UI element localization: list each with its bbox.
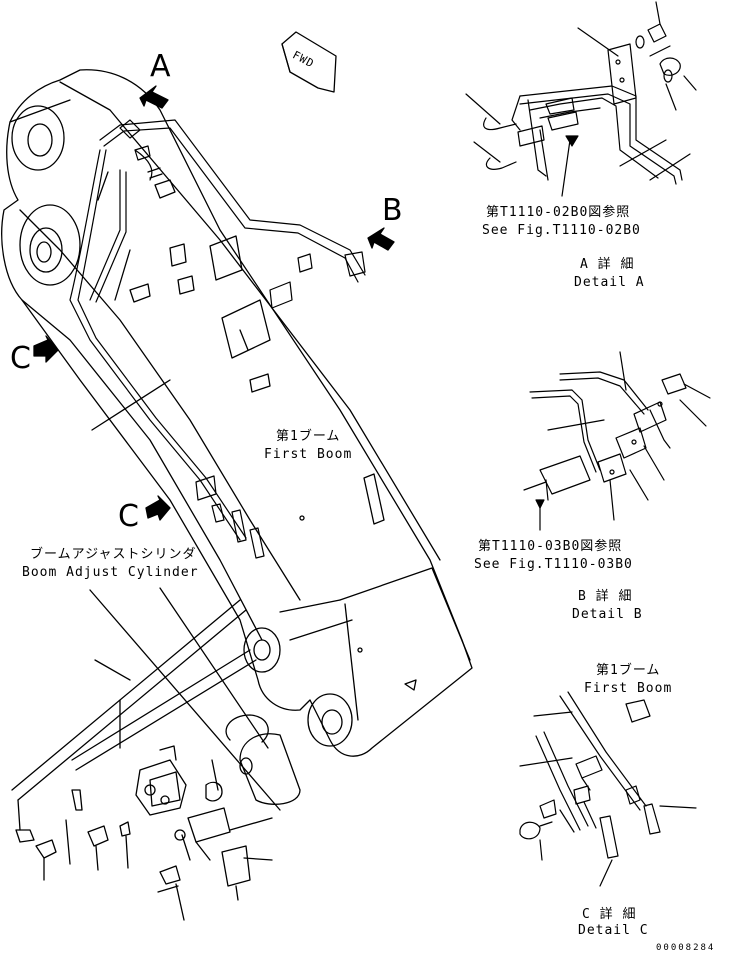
detail-c-boom-jp: 第1ブーム bbox=[596, 663, 661, 678]
arrow-c-upper bbox=[33, 335, 59, 363]
boom-label-jp: 第1ブーム bbox=[276, 429, 341, 444]
boom-label-en: First Boom bbox=[264, 447, 353, 462]
arrow-a bbox=[139, 85, 169, 109]
view-arrows bbox=[33, 85, 395, 521]
fwd-sign bbox=[281, 31, 337, 93]
detail-b-title-en: Detail B bbox=[572, 607, 643, 622]
view-label-c-lower: C bbox=[118, 499, 139, 534]
detail-b-title-jp: B 詳 細 bbox=[578, 589, 633, 604]
boom-adjust-cylinder-drawing bbox=[11, 587, 301, 921]
cylinder-label-jp: ブームアジャストシリンダ bbox=[30, 547, 197, 562]
arrow-c-lower bbox=[145, 495, 171, 521]
view-label-b: B bbox=[382, 193, 403, 228]
document-number: 00008284 bbox=[656, 943, 716, 953]
view-label-c-upper: C bbox=[10, 341, 31, 376]
detail-a-ref-en: See Fig.T1110-02B0 bbox=[482, 223, 641, 238]
detail-a-ref-jp: 第T1110-02B0図参照 bbox=[486, 205, 631, 220]
detail-b-ref-en: See Fig.T1110-03B0 bbox=[474, 557, 633, 572]
cylinder-label-en: Boom Adjust Cylinder bbox=[22, 565, 199, 580]
detail-a-title-en: Detail A bbox=[574, 275, 645, 290]
detail-c-title-jp: C 詳 細 bbox=[582, 907, 637, 922]
detail-b-drawing bbox=[523, 351, 711, 531]
detail-a-drawing bbox=[465, 1, 697, 197]
first-boom-body bbox=[1, 69, 473, 757]
detail-c-title-en: Detail C bbox=[578, 923, 649, 938]
detail-c-boom-en: First Boom bbox=[584, 681, 673, 696]
detail-b-ref-jp: 第T1110-03B0図参照 bbox=[478, 539, 623, 554]
boom-hydraulic-tubes bbox=[69, 119, 366, 559]
view-label-a: A bbox=[150, 49, 171, 84]
arrow-b bbox=[367, 227, 395, 251]
detail-c-drawing bbox=[519, 691, 697, 887]
detail-a-title-jp: A 詳 細 bbox=[580, 257, 635, 272]
